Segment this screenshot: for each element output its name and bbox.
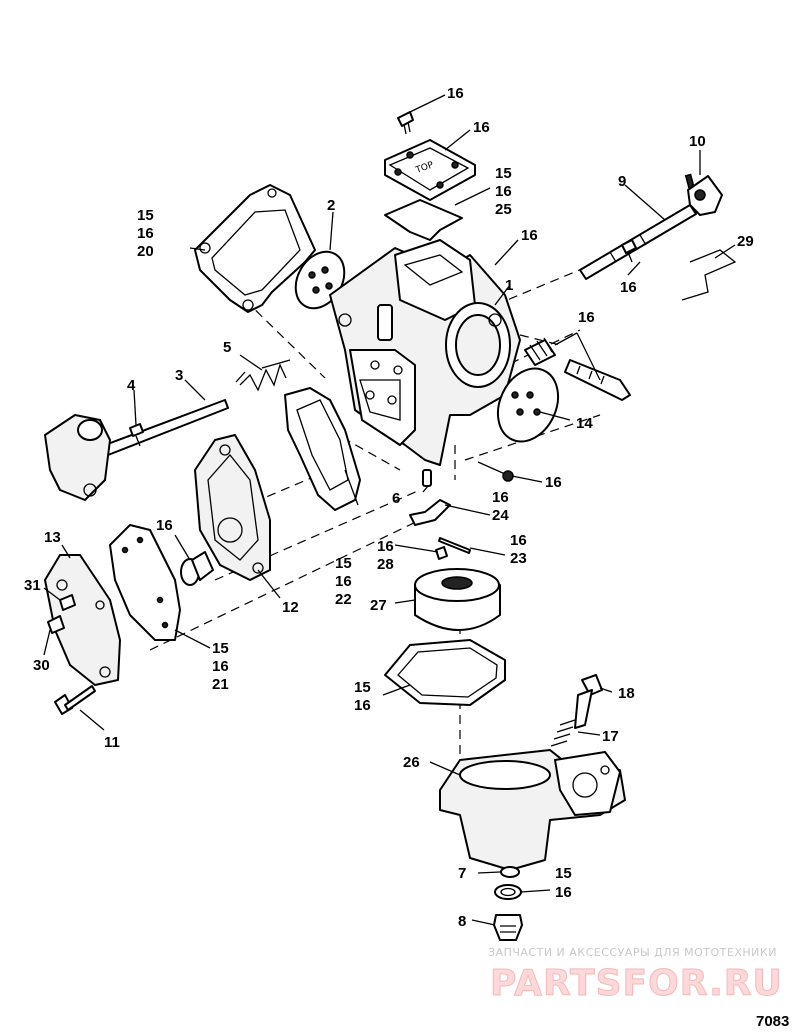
callout-23: 23 xyxy=(510,550,527,567)
callout-16: 16 xyxy=(495,183,512,200)
callout-15: 15 xyxy=(354,679,371,696)
fitting-31 xyxy=(59,594,76,611)
callout-14: 14 xyxy=(576,415,593,432)
screw-19 xyxy=(397,111,414,135)
callout-3: 3 xyxy=(175,367,183,384)
screw-4 xyxy=(129,423,144,447)
callout-4: 4 xyxy=(127,377,136,394)
callout-10: 10 xyxy=(689,133,706,150)
check-valve-16 xyxy=(180,551,214,586)
callout-16: 16 xyxy=(521,227,538,244)
screw-12 xyxy=(54,685,96,715)
drain-screw-7 xyxy=(500,866,520,878)
pin-23 xyxy=(438,537,471,554)
callout-31: 31 xyxy=(24,577,41,594)
callout-15: 15 xyxy=(495,165,512,182)
callout-12: 11 xyxy=(104,734,120,751)
throttle-link-10 xyxy=(687,175,723,216)
carburetor-body-1 xyxy=(329,239,521,466)
callout-16: 16 xyxy=(354,697,371,714)
callout-29: 29 xyxy=(737,233,754,250)
callout-25: 25 xyxy=(495,201,512,218)
throttle-shaft-9 xyxy=(579,173,697,280)
float-bowl-26 xyxy=(439,749,626,871)
callout-16: 16 xyxy=(545,474,562,491)
washer-16 xyxy=(494,884,522,900)
callout-30: 30 xyxy=(33,657,50,674)
callout-15: 15 xyxy=(335,555,352,572)
leader-lines xyxy=(43,94,736,926)
callout-16: 16 xyxy=(620,279,637,296)
watermark: ЗАПЧАСТИ И АКСЕССУАРЫ ДЛЯ МОТОТЕХНИКИ PA… xyxy=(488,946,783,1005)
callout-15: 15 xyxy=(555,865,572,882)
callout-labels: 16 16 15 16 25 15 16 20 2 16 1 9 10 29 1… xyxy=(24,85,754,930)
callout-6: 6 xyxy=(392,490,400,507)
callout-26: 26 xyxy=(403,754,420,771)
callout-8: 8 xyxy=(458,913,466,930)
callout-15: 15 xyxy=(212,640,229,657)
callout-16: 16 xyxy=(578,309,595,326)
spring-5 xyxy=(235,359,291,392)
callout-9: 9 xyxy=(618,173,626,190)
callout-24: 24 xyxy=(492,507,509,524)
needle-valve-6 xyxy=(422,469,432,487)
fitting-30 xyxy=(47,615,65,634)
watermark-subtitle: ЗАПЧАСТИ И АКСЕССУАРЫ ДЛЯ МОТОТЕХНИКИ xyxy=(488,946,777,959)
callout-28: 28 xyxy=(377,556,394,573)
callout-16: 16 xyxy=(555,884,572,901)
top-cover-17: TOP xyxy=(384,139,476,201)
spring-16-bowl xyxy=(550,719,576,747)
callout-16: 17 xyxy=(602,728,619,745)
gasket-20 xyxy=(194,184,316,313)
callout-2: 2 xyxy=(327,197,335,214)
spring-29 xyxy=(681,249,737,301)
callout-16: 16 xyxy=(156,517,173,534)
gasket-21 xyxy=(109,524,181,641)
callout-16: 16 xyxy=(510,532,527,549)
needle-16 xyxy=(477,461,514,482)
bowl-gasket xyxy=(384,639,506,706)
callout-1: 1 xyxy=(505,277,513,294)
figure-number: 7083 xyxy=(756,1013,789,1030)
callout-16: 16 xyxy=(335,573,352,590)
choke-shaft-3 xyxy=(44,399,229,501)
callout-18: 18 xyxy=(618,685,635,702)
screw-16-throttle xyxy=(621,239,637,263)
callout-5: 5 xyxy=(223,339,231,356)
pump-cover-13 xyxy=(44,554,121,686)
callout-21: 21 xyxy=(212,676,229,693)
callout-20: 20 xyxy=(137,243,154,260)
callout-17: 16 xyxy=(473,119,490,136)
plug-8 xyxy=(493,914,523,941)
callout-22: 22 xyxy=(335,591,352,608)
callout-13: 13 xyxy=(44,529,61,546)
screw-28 xyxy=(435,546,448,560)
callout-27: 27 xyxy=(370,597,387,614)
callout-16: 16 xyxy=(137,225,154,242)
float-27 xyxy=(414,568,501,631)
callout-7: 7 xyxy=(458,865,466,882)
idle-screw-16 xyxy=(524,337,631,401)
gasket-25 xyxy=(384,199,463,241)
float-lever-24 xyxy=(409,499,451,526)
callout-19: 16 xyxy=(447,85,464,102)
screw-18 xyxy=(574,674,603,729)
watermark-brand: PARTSFOR.RU xyxy=(490,963,783,1004)
callout-16: 16 xyxy=(212,658,229,675)
callout-16: 16 xyxy=(492,489,509,506)
callout-16: 16 xyxy=(377,538,394,555)
callout-11: 12 xyxy=(282,599,299,616)
gasket-22 xyxy=(284,387,361,511)
fuel-pump-11 xyxy=(194,434,271,581)
callout-15: 15 xyxy=(137,207,154,224)
cover-plate-14 xyxy=(496,367,560,443)
